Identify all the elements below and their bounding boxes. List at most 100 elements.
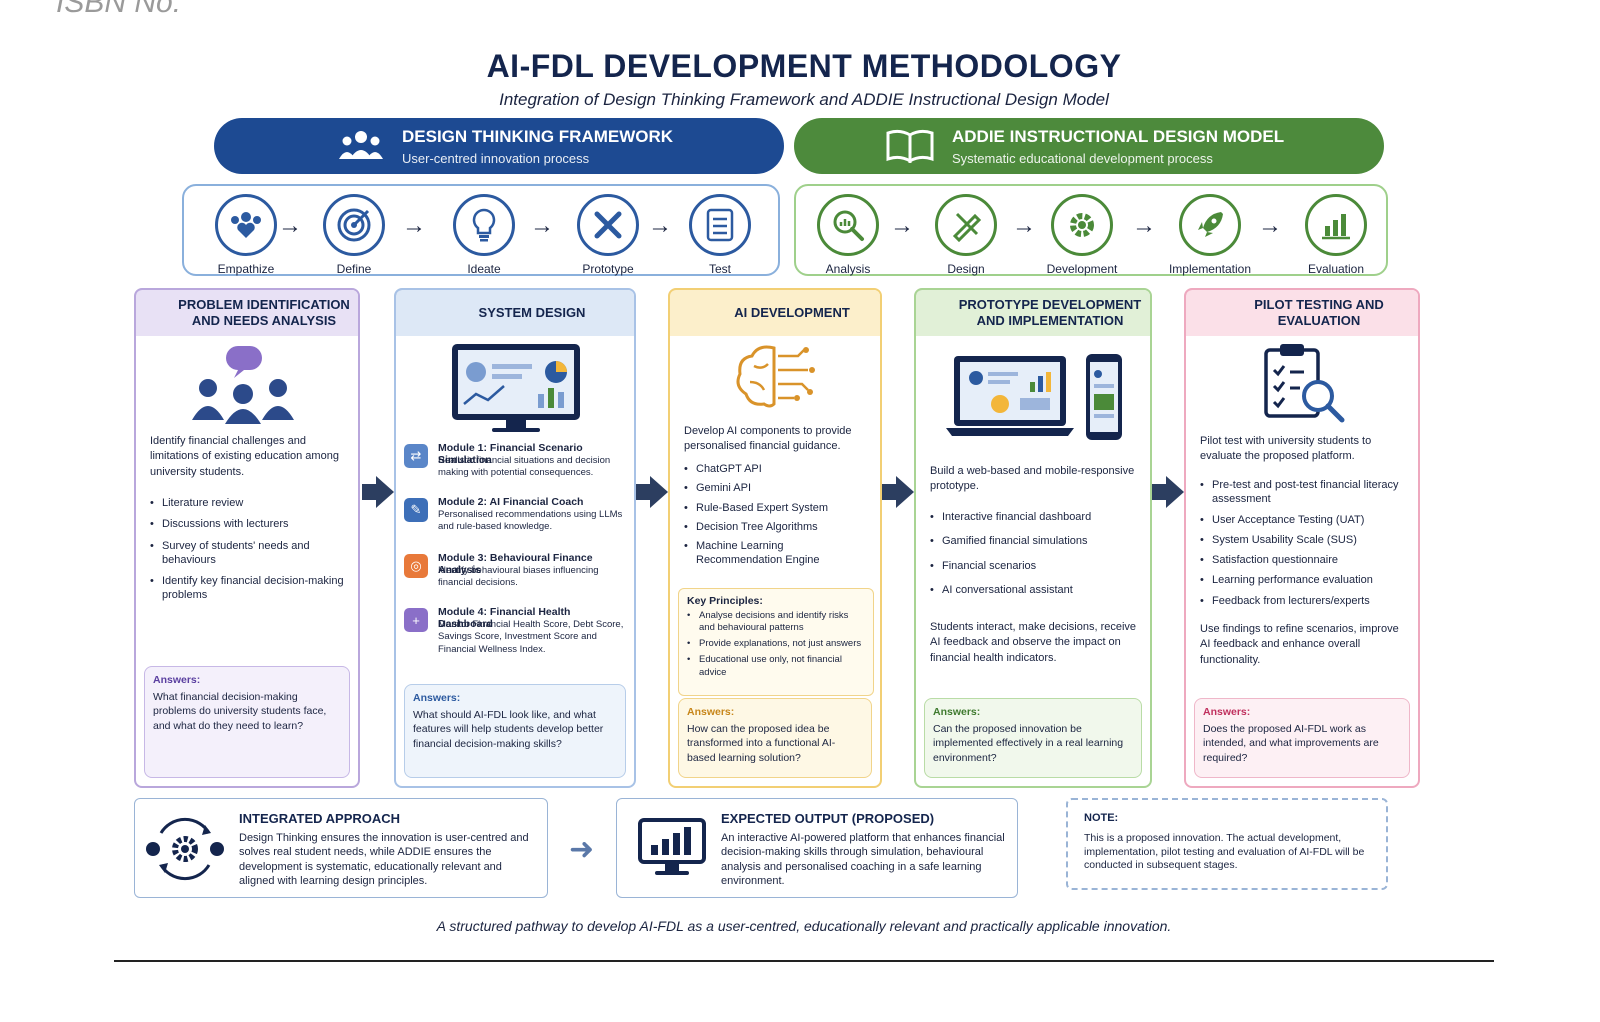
integrated-approach-box: INTEGRATED APPROACH Design Thinking ensu…	[134, 798, 548, 898]
bullet-item: AI conversational assistant	[930, 583, 1140, 598]
bullet-item: User Acceptance Testing (UAT)	[1200, 513, 1408, 528]
arrow-right-icon: →	[1132, 212, 1156, 239]
design-thinking-banner: DESIGN THINKING FRAMEWORK User-centred i…	[214, 118, 784, 174]
step-label: Prototype	[582, 262, 634, 276]
ai-brain-icon	[736, 345, 815, 408]
note-box: NOTE: This is a proposed innovation. The…	[1066, 798, 1388, 890]
step-label: Define	[336, 262, 372, 276]
lightbulb-icon	[472, 208, 496, 242]
step-label: Analysis	[825, 262, 871, 276]
module-title: Module 1: Financial Scenario Simulation	[438, 442, 583, 466]
bullet-item: Literature review	[150, 496, 348, 511]
principles-list: Analyse decisions and identify risks and…	[687, 610, 865, 679]
phase-description-2: Students interact, make decisions, recei…	[930, 621, 1137, 664]
phase-bullets: Interactive financial dashboard Gamified…	[930, 510, 1140, 607]
answer-box: Answers: How can the proposed idea be tr…	[678, 698, 872, 778]
phase-title: PROTOTYPE DEVELOPMENT AND IMPLEMENTATION	[916, 290, 1150, 336]
step-label: Test	[708, 262, 731, 276]
bullet-item: System Usability Scale (SUS)	[1200, 533, 1408, 548]
answer-box: Answers: What should AI-FDL look like, a…	[404, 684, 626, 778]
arrow-right-icon: →	[648, 212, 672, 239]
open-book-icon	[886, 129, 934, 163]
step-development: Development	[1032, 194, 1132, 276]
answer-text: Can the proposed innovation be implement…	[933, 723, 1124, 764]
arrow-right-icon: →	[530, 212, 554, 239]
coach-icon: ✎	[404, 498, 428, 522]
arrow-right-icon: →	[890, 212, 914, 239]
monitor-chart-icon	[638, 818, 706, 875]
bullet-item: Gemini API	[684, 481, 870, 496]
phase-4-card: 4 PROTOTYPE DEVELOPMENT AND IMPLEMENTATI…	[914, 288, 1152, 788]
divider	[114, 960, 1494, 962]
answer-text: Does the proposed AI-FDL work as intende…	[1203, 723, 1379, 764]
people-chat-icon	[192, 346, 294, 424]
isbn-fragment: ISBN No:	[56, 0, 182, 19]
bullet-item: Feedback from lecturers/experts	[1200, 594, 1408, 609]
integrated-title: INTEGRATED APPROACH	[239, 811, 401, 826]
module-4: + Module 4: Financial Health Dashboard M…	[404, 606, 628, 668]
addie-desc: Systematic educational development proce…	[952, 150, 1213, 166]
note-text: This is a proposed innovation. The actua…	[1084, 832, 1365, 872]
module-desc: Personalised recommendations using LLMs …	[438, 509, 623, 533]
expected-output-box: EXPECTED OUTPUT (PROPOSED) An interactiv…	[616, 798, 1018, 898]
checklist-icon	[706, 208, 734, 242]
answer-box: Answers: Does the proposed AI-FDL work a…	[1194, 698, 1410, 778]
methodology-poster: AI-FDL DEVELOPMENT METHODOLOGY Integrati…	[114, 42, 1494, 964]
bullet-item: Survey of students' needs and behaviours	[150, 539, 348, 568]
expected-text: An interactive AI-powered platform that …	[721, 832, 1005, 887]
clipboard-magnifier-icon	[1264, 344, 1345, 423]
phase-3-card: 3 AI DEVELOPMENT Develop AI components t…	[668, 288, 882, 788]
step-prototype: Prototype	[558, 194, 658, 276]
heart-people-icon	[231, 212, 261, 238]
step-label: Ideate	[467, 262, 501, 276]
step-ideate: Ideate	[434, 194, 534, 276]
tools-icon	[594, 211, 622, 239]
simulation-icon: ⇄	[404, 444, 428, 468]
answer-text: What should AI-FDL look like, and what f…	[413, 709, 604, 750]
analysis-icon: ◎	[404, 554, 428, 578]
bullet-item: Learning performance evaluation	[1200, 573, 1408, 588]
step-label: Empathize	[217, 262, 275, 276]
phase-title: PILOT TESTING AND EVALUATION	[1186, 290, 1418, 336]
design-thinking-steps: Empathize → Define → Ideate → Prototype …	[182, 184, 780, 276]
arrow-right-icon: →	[402, 212, 426, 239]
people-icon	[339, 131, 383, 159]
bar-chart-icon	[1322, 214, 1350, 240]
phase-bullets: Pre-test and post-test financial literac…	[1200, 478, 1408, 614]
answer-label: Answers:	[687, 706, 735, 718]
principle-item: Provide explanations, not just answers	[687, 638, 865, 650]
answer-label: Answers:	[1203, 706, 1251, 718]
addie-banner: ADDIE INSTRUCTIONAL DESIGN MODEL Systema…	[794, 118, 1384, 174]
principle-item: Analyse decisions and identify risks and…	[687, 610, 865, 634]
phase-description: Pilot test with university students to e…	[1200, 435, 1372, 463]
poster-subtitle: Integration of Design Thinking Framework…	[499, 90, 1109, 109]
arrow-right-icon: →	[1258, 212, 1282, 239]
target-icon	[337, 208, 371, 242]
phase-5-card: 5 PILOT TESTING AND EVALUATION Pilot tes…	[1184, 288, 1420, 788]
note-title: NOTE:	[1084, 812, 1119, 824]
expected-title: EXPECTED OUTPUT (PROPOSED)	[721, 811, 935, 826]
answer-text: What financial decision-making problems …	[153, 691, 327, 732]
phase-description: Identify financial challenges and limita…	[150, 435, 339, 478]
answer-label: Answers:	[153, 674, 201, 686]
answer-box: Answers: What financial decision-making …	[144, 666, 350, 778]
answer-box: Answers: Can the proposed innovation be …	[924, 698, 1142, 778]
step-evaluation: Evaluation	[1286, 194, 1386, 276]
design-thinking-desc: User-centred innovation process	[402, 150, 590, 166]
module-3: ◎ Module 3: Behavioural Finance Analysis…	[404, 552, 628, 602]
module-title: Module 4: Financial Health Dashboard	[438, 606, 571, 630]
key-principles-box: Key Principles: Analyse decisions and id…	[678, 588, 874, 696]
arrow-right-icon: ➜	[569, 833, 595, 866]
poster-footer: A structured pathway to develop AI-FDL a…	[436, 918, 1172, 934]
module-1: ⇄ Module 1: Financial Scenario Simulatio…	[404, 442, 628, 492]
step-label: Implementation	[1168, 262, 1252, 276]
phase-description: Develop AI components to provide persona…	[684, 425, 852, 453]
cycle-gear-icon	[146, 817, 224, 881]
step-empathize: Empathize	[196, 194, 296, 276]
step-label: Development	[1046, 262, 1118, 276]
laptop-phone-icon	[946, 354, 1122, 440]
bullet-item: Machine Learning Recommendation Engine	[684, 539, 870, 568]
module-desc: Identify behavioural biases influencing …	[438, 565, 599, 589]
module-title: Module 3: Behavioural Finance Analysis	[438, 552, 593, 576]
phase-title: PROBLEM IDENTIFICATION AND NEEDS ANALYSI…	[136, 290, 358, 336]
